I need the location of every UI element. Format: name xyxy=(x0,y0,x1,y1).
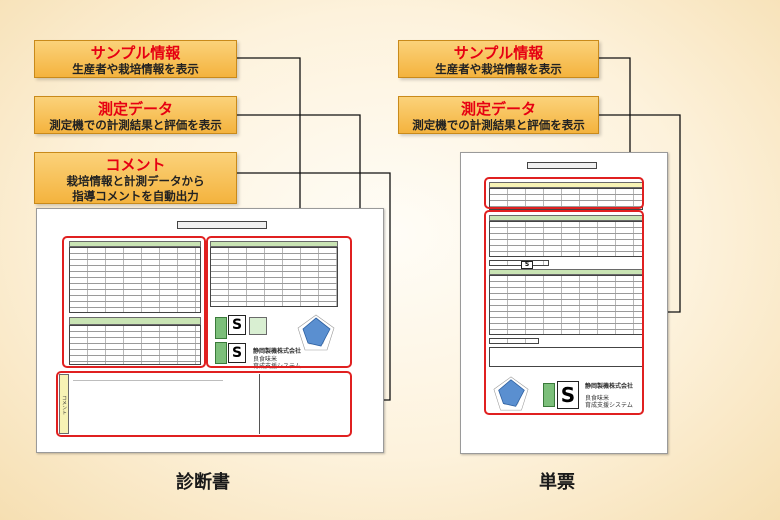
sheet-grade-label xyxy=(543,383,555,407)
callout-title: サンプル情報 xyxy=(453,44,544,62)
sheet-measure-grid-1 xyxy=(489,221,643,257)
highlight-right-sample xyxy=(484,177,644,209)
sheet-measure-grid-2 xyxy=(489,275,643,335)
measure-grid xyxy=(210,247,338,307)
grade-aux-box xyxy=(249,317,267,335)
measure-header xyxy=(210,241,338,247)
callout-title: 測定データ xyxy=(460,100,536,118)
sample-info-grid xyxy=(69,247,201,313)
callout-subtitle-line1: 栽培情報と計測データから xyxy=(66,174,205,188)
callout-subtitle: 測定機での計測結果と評価を表示 xyxy=(49,118,222,132)
sample-info-header xyxy=(69,241,201,247)
comment-side-label: コメント xyxy=(59,374,69,434)
callout-right-measure: 測定データ 測定機での計測結果と評価を表示 xyxy=(398,96,599,134)
right-document-label: 単票 xyxy=(539,472,575,493)
grade-label-2 xyxy=(215,342,227,364)
sheet-system-line1: 良食味米 xyxy=(585,395,610,402)
system-name-line1: 良食味米 xyxy=(253,356,278,363)
grade-mark-1: S xyxy=(228,315,246,335)
result-table-header xyxy=(69,317,201,325)
left-document-label: 診断書 xyxy=(176,472,230,493)
callout-subtitle: 測定機での計測結果と評価を表示 xyxy=(412,118,585,132)
callout-title: 測定データ xyxy=(97,100,173,118)
callout-title: コメント xyxy=(105,156,166,174)
sheet-system-line2: 育成支援システム xyxy=(585,402,633,409)
callout-subtitle: 生産者や栽培情報を表示 xyxy=(435,62,562,76)
sheet-measure-row xyxy=(489,260,549,266)
result-table xyxy=(69,325,201,365)
company-name: 静岡製機株式会社 xyxy=(253,348,302,355)
callout-left-comment: コメント 栽培情報と計測データから 指導コメントを自動出力 xyxy=(34,152,237,204)
arrow-right-sample xyxy=(598,57,634,173)
diagnosis-document: S S 静岡製機株式会社 良食味米 育成支援システム コメント xyxy=(36,208,384,453)
callout-title: サンプル情報 xyxy=(90,44,181,62)
arrow-right-measure xyxy=(598,114,681,316)
comment-side-label-text: コメント xyxy=(61,395,67,415)
grade-mark-2: S xyxy=(228,343,246,363)
callout-left-sample: サンプル情報 生産者や栽培情報を表示 xyxy=(34,40,237,78)
highlight-left-comment xyxy=(56,371,352,437)
grade-label-1 xyxy=(215,317,227,339)
sheet-small-grade-mark: S xyxy=(521,261,533,269)
document-title-bar xyxy=(177,221,267,229)
comment-text-lines xyxy=(73,377,223,381)
callout-subtitle-line2: 指導コメントを自動出力 xyxy=(72,189,199,203)
sheet-extra-row xyxy=(489,338,539,344)
sheet-radar-chart-icon xyxy=(493,376,529,411)
highlight-right-measure xyxy=(484,210,644,415)
callout-subtitle: 生産者や栽培情報を表示 xyxy=(72,62,199,76)
highlight-left-measure xyxy=(206,236,352,368)
sheet-title-bar xyxy=(527,162,597,169)
single-sheet-document: S 静岡製機株式会社 良食味米 育成支援システム S xyxy=(460,152,668,454)
callout-right-sample: サンプル情報 生産者や栽培情報を表示 xyxy=(398,40,599,78)
highlight-left-sample xyxy=(62,236,206,368)
comment-divider xyxy=(259,374,260,434)
callout-left-measure: 測定データ 測定機での計測結果と評価を表示 xyxy=(34,96,237,134)
radar-chart-icon xyxy=(297,314,335,351)
sheet-company-name: 静岡製機株式会社 xyxy=(585,383,634,390)
sheet-grade-mark: S xyxy=(557,381,579,409)
